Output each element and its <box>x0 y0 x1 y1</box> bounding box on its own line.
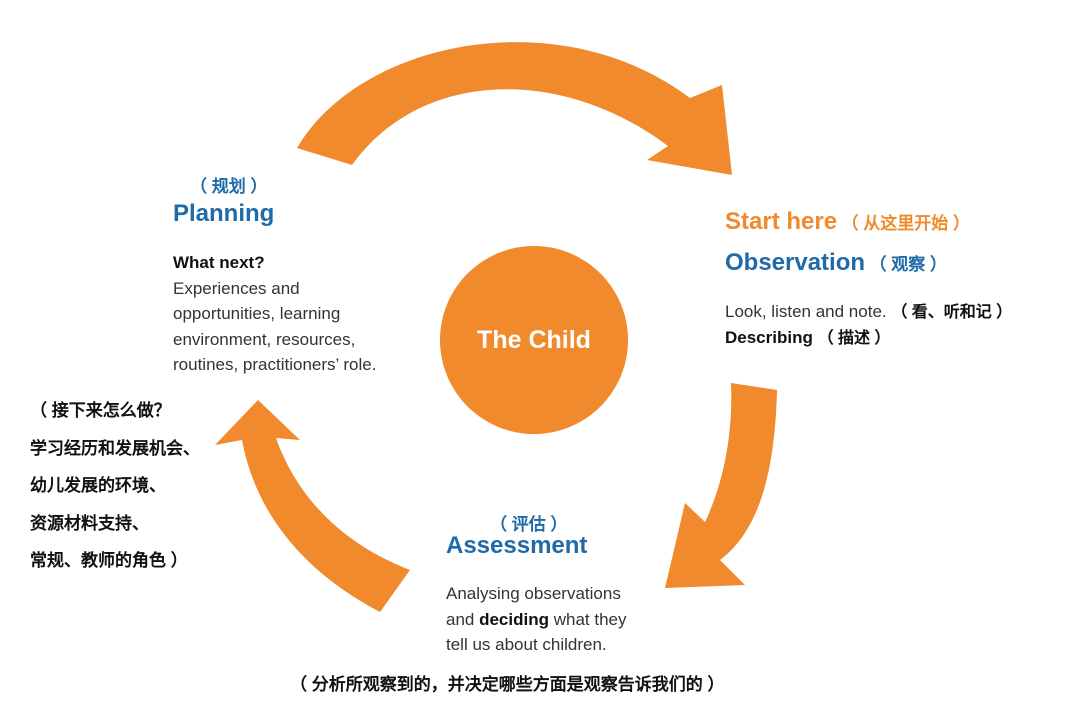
planning-zh-list: （ 接下来怎么做？ 学习经历和发展机会、 幼儿发展的环境、 资源材料支持、 常规… <box>30 392 200 580</box>
arrow-planning-to-observation <box>297 42 732 175</box>
arrow-assessment-to-planning <box>215 400 410 612</box>
planning-zh-line-2: 学习经历和发展机会、 <box>30 438 200 458</box>
observation-line-2: Describing （ 描述 ） <box>725 325 891 352</box>
assessment-line-2: and deciding what they <box>446 607 627 633</box>
observation-line-1: Look, listen and note. （ 看、听和记 ） <box>725 299 1012 326</box>
planning-zh-line-4: 资源材料支持、 <box>30 513 149 533</box>
assessment-line-3: tell us about children. <box>446 635 607 654</box>
assessment-title-zh: （ 评估 ） <box>490 515 568 534</box>
assessment-caption-zh: （ 分析所观察到的，并决定哪些方面是观察告诉我们的 ） <box>290 675 725 694</box>
planning-zh-line-3: 幼儿发展的环境、 <box>30 476 166 495</box>
assessment-line-2-bold: deciding <box>479 609 549 629</box>
planning-zh-line-1: （ 接下来怎么做？ <box>30 401 171 420</box>
planning-line-1: Experiences and <box>173 278 300 298</box>
planning-subtitle: What next? <box>173 253 265 272</box>
arrow-observation-to-assessment <box>665 383 777 588</box>
assessment-line-2-post: what they <box>549 609 627 629</box>
assessment-title: Assessment <box>446 532 588 559</box>
start-here-row: Start here （ 从这里开始 ） <box>725 208 970 236</box>
center-label: The Child <box>477 325 591 354</box>
planning-line-3: environment, resources, <box>173 329 356 349</box>
planning-title: Planning <box>173 200 275 227</box>
planning-title-zh: （ 规划 ） <box>190 177 268 196</box>
planning-line-2: opportunities, learning <box>173 304 341 323</box>
planning-zh-line-5: 常规、教师的角色 ） <box>30 551 188 570</box>
observation-line-1-zh: （ 看、听和记 ） <box>891 304 1013 321</box>
planning-line-4: routines, practitioners’ role. <box>173 355 377 374</box>
assessment-line-1: Analysing observations <box>446 584 621 603</box>
start-here-label: Start here <box>725 208 838 235</box>
assessment-line-2-pre: and <box>446 609 480 629</box>
start-here-zh: （ 从这里开始 ） <box>841 214 970 233</box>
planning-description: What next? Experiences and opportunities… <box>173 250 376 378</box>
observation-title: Observation <box>725 249 866 276</box>
observation-title-zh: （ 观察 ） <box>869 255 947 274</box>
assessment-description: Analysing observations and deciding what… <box>446 581 627 658</box>
observation-line-2-text: Describing <box>725 328 813 347</box>
observation-title-row: Observation （ 观察 ） <box>725 249 947 277</box>
center-child-circle: The Child <box>440 246 628 434</box>
observation-line-2-zh: （ 描述 ） <box>817 330 891 347</box>
observation-line-1-text: Look, listen and note. <box>725 302 887 321</box>
